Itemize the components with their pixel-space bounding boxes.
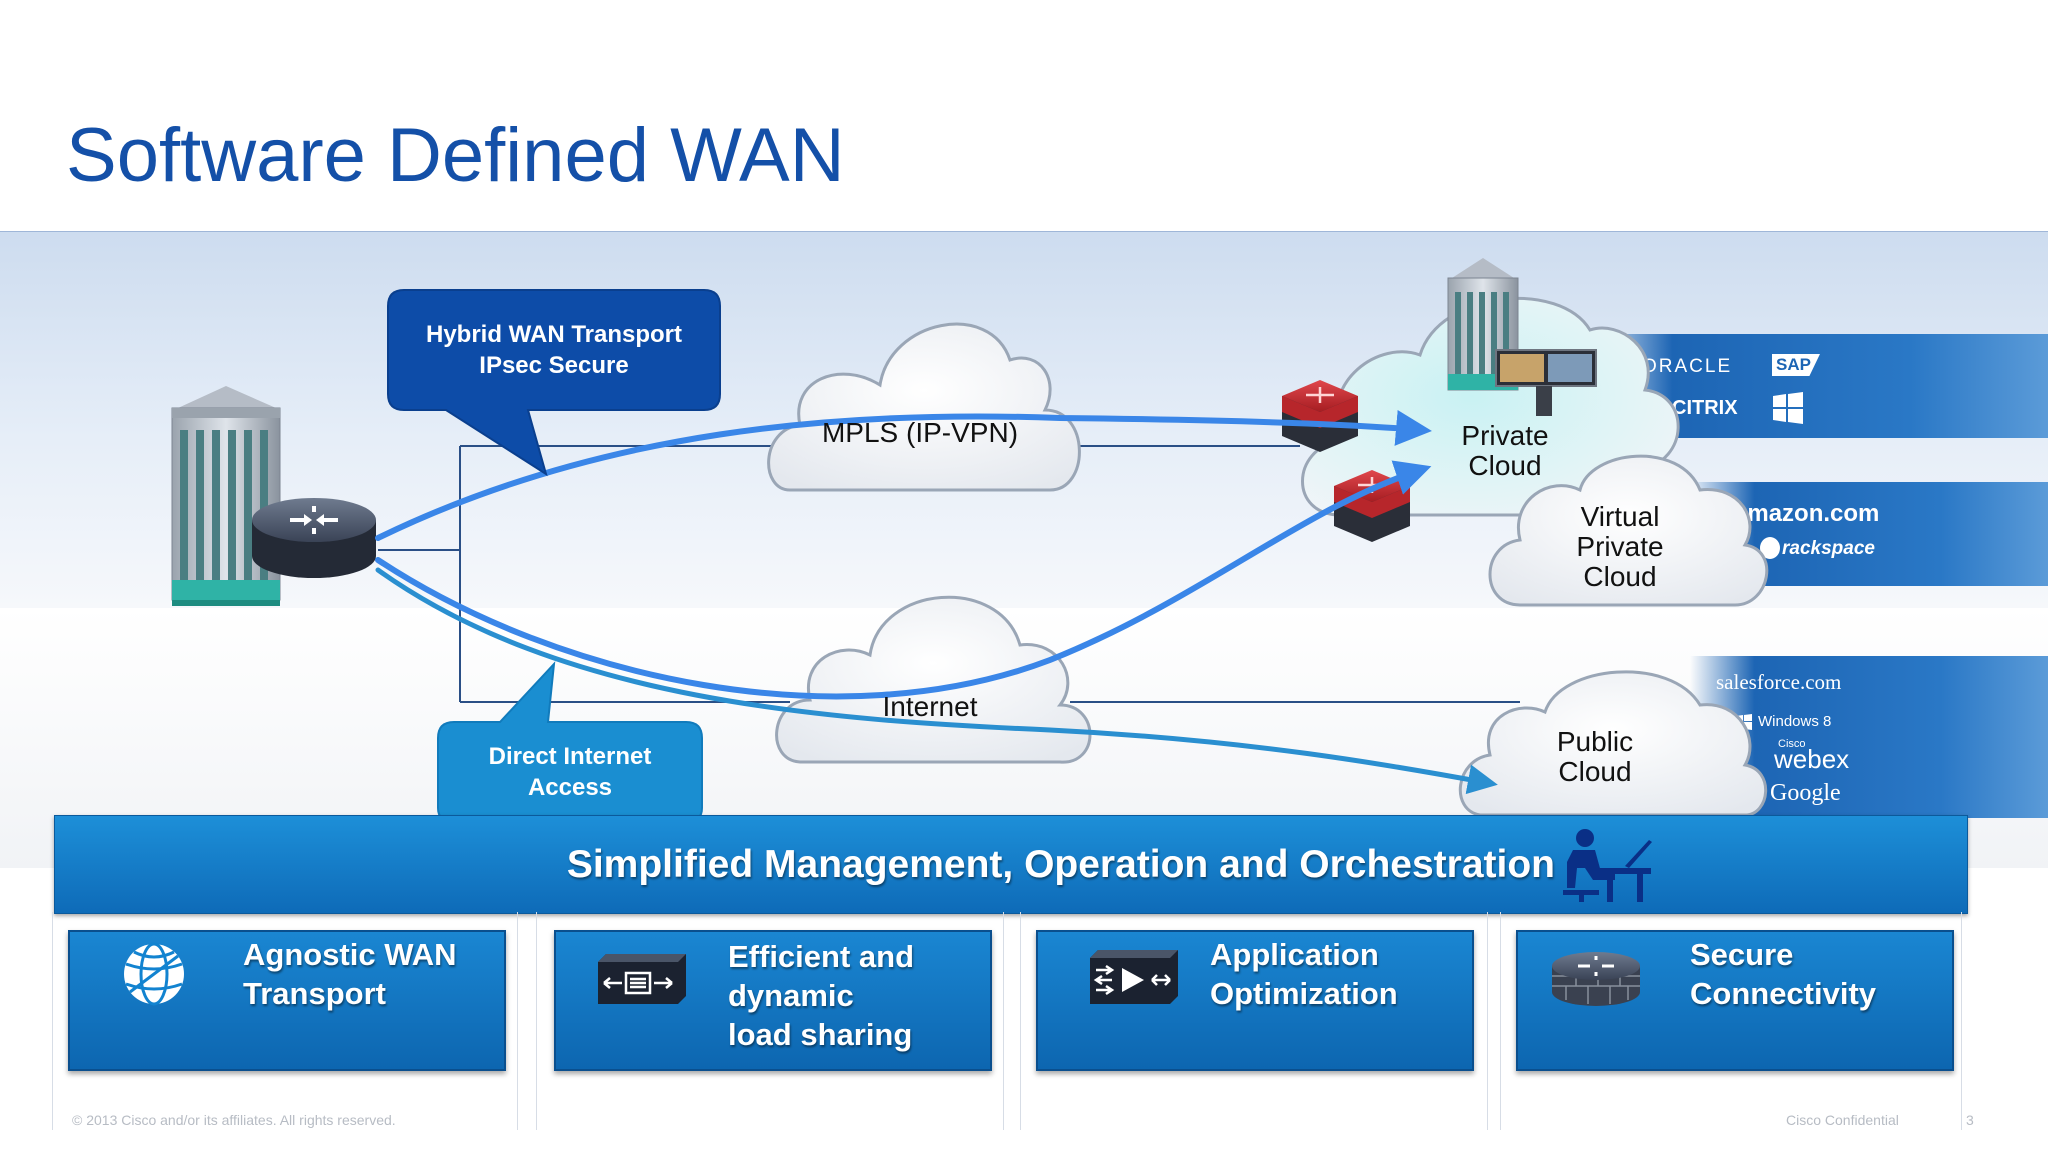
feature-app-optimization: Application Optimization [1036, 930, 1474, 1071]
firewall-router-icon [1548, 948, 1644, 1008]
feature-app-optimization-label: Application Optimization [1210, 937, 1398, 1011]
webex-logo: webex [1774, 744, 1850, 774]
oracle-logo: ORACLE [1642, 356, 1733, 377]
mpls-cloud-shape [767, 322, 1081, 492]
rackspace-logo: rackspace [1782, 538, 1875, 559]
operator-desk-icon [1555, 828, 1655, 904]
globe-icon [120, 940, 188, 1008]
virtual-private-cloud-label: Virtual Private Cloud [1576, 501, 1664, 592]
headquarters-building-icon [1447, 258, 1519, 391]
windows8-logo: Windows 8 [1758, 713, 1832, 730]
hybrid-callout-shape [387, 289, 721, 477]
direct-internet-callout-text: Direct Internet Access [488, 743, 652, 801]
branch-router-icon [252, 498, 376, 578]
hybrid-wan-callout: Hybrid WAN Transport IPsec Secure [388, 290, 720, 410]
mpls-path-arrow [375, 410, 1432, 541]
feature-column-frame-2 [536, 912, 1004, 1130]
internet-cloud-label: Internet [882, 691, 978, 722]
amazon-logo: amazon.com [1734, 500, 1880, 527]
citrix-logo: CITRIX [1672, 397, 1738, 419]
private-cloud-label: Private Cloud [1461, 420, 1549, 481]
management-bar-label: Simplified Management, Operation and Orc… [566, 843, 1555, 886]
copyright-text: © 2013 Cisco and/or its affiliates. All … [72, 1112, 396, 1128]
sap-logo: SAP [1772, 354, 1820, 376]
direct-internet-callout: Direct Internet Access [438, 722, 702, 822]
feature-column-frame-4 [1500, 912, 1962, 1130]
public-cloud-label: Public Cloud [1556, 726, 1634, 787]
hybrid-wan-callout-text: Hybrid WAN Transport IPsec Secure [425, 321, 683, 379]
salesforce-logo: salesforce.com [1716, 670, 1842, 694]
public-cloud-shape [1458, 670, 1768, 817]
wan-optimizer-icon [1090, 950, 1178, 1004]
management-bar: Simplified Management, Operation and Orc… [54, 815, 1968, 914]
confidential-text: Cisco Confidential [1786, 1112, 1899, 1128]
internet-to-private-arrow [375, 460, 1432, 700]
connector-lines [378, 445, 1520, 703]
mpls-cloud-label: MPLS (IP-VPN) [821, 417, 1019, 448]
load-balancer-icon [598, 954, 686, 1004]
cisco-small-logo: Cisco [1778, 738, 1806, 750]
feature-agnostic-wan: Agnostic WAN Transport [68, 930, 506, 1071]
virtual-private-cloud-shape [1488, 454, 1769, 607]
slide-title: Software Defined WAN [66, 113, 845, 198]
rackspace-mark-icon [1760, 537, 1780, 559]
feature-load-sharing: Efficient and dynamic load sharing [554, 930, 992, 1071]
feature-column-frame-1 [52, 912, 518, 1130]
internet-cloud-shape [775, 595, 1092, 764]
feature-secure-connectivity: Secure Connectivity [1516, 930, 1954, 1071]
feature-column-frame-3 [1020, 912, 1488, 1130]
page-number: 3 [1966, 1112, 1974, 1128]
feature-agnostic-wan-label: Agnostic WAN Transport [243, 937, 457, 1011]
google-logo: Google [1770, 780, 1841, 806]
telepresence-icon [1495, 349, 1597, 416]
direct-internet-arrow [375, 567, 1498, 795]
feature-secure-connectivity-label: Secure Connectivity [1690, 937, 1877, 1011]
windows-logo-icon [1772, 392, 1804, 424]
feature-load-sharing-label: Efficient and dynamic load sharing [728, 939, 915, 1052]
traffic-paths [375, 410, 1498, 795]
branch-building-icon [171, 386, 281, 606]
